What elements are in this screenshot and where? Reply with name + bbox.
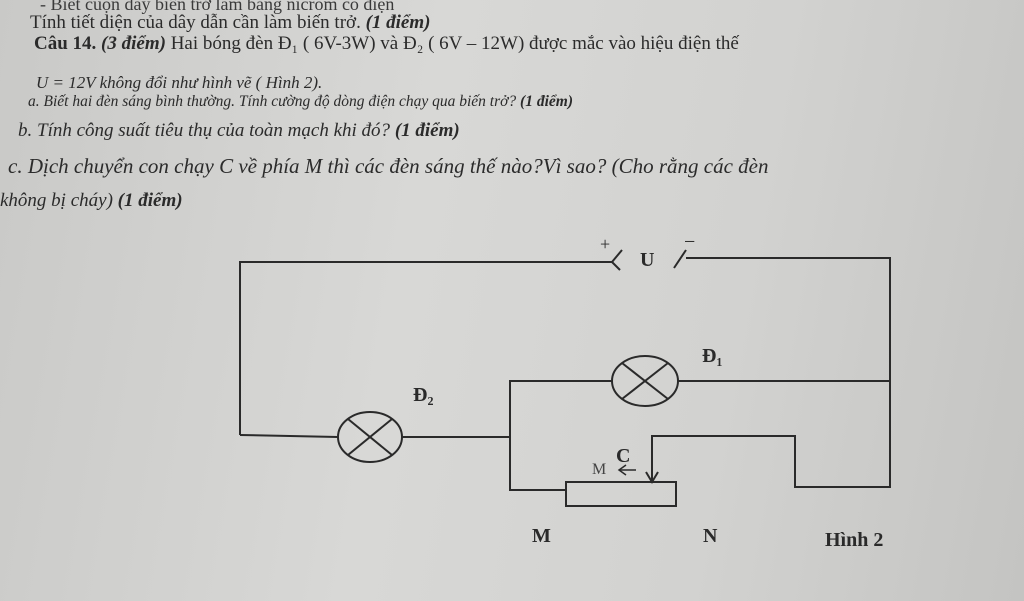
- end-n-label: N: [703, 525, 718, 547]
- end-m-label: M: [532, 525, 551, 547]
- slider-direction-hint: M: [592, 461, 606, 478]
- battery-plus-sign: +: [600, 234, 610, 254]
- line1-points: (1 điểm): [365, 12, 431, 33]
- text-line-1: Tính tiết diện của dây dẫn cần làm biến …: [30, 12, 430, 34]
- question-number: Câu 14.: [34, 33, 97, 54]
- figure-caption: Hình 2: [825, 529, 883, 551]
- text-line-4: a. Biết hai đèn sáng bình thường. Tính c…: [28, 93, 573, 111]
- lamp-d1-label: Đ₁: [702, 345, 722, 367]
- part-a-points: (1 điểm): [520, 93, 573, 110]
- text-line-5: b. Tính công suất tiêu thụ của toàn mạch…: [18, 120, 460, 142]
- question-text: Hai bóng đèn Đ₁ ( 6V-3W) và Đ₂ ( 6V – 12…: [170, 33, 739, 54]
- part-c-note: (Cho rằng các đèn: [611, 154, 769, 178]
- part-b-points: (1 điểm): [394, 120, 460, 141]
- battery-minus-sign: −: [684, 231, 695, 253]
- text-line-0: - Biết cuộn dây biến trở làm bằng nicrom…: [40, 0, 395, 14]
- part-c-text-cont: không bị cháy): [0, 190, 113, 211]
- text-line-3: U = 12V không đổi như hình vẽ ( Hình 2).: [36, 73, 323, 92]
- part-a-text: a. Biết hai đèn sáng bình thường. Tính c…: [28, 93, 517, 110]
- text-line-7: không bị cháy) (1 điểm): [0, 190, 183, 212]
- lamp-d2-label: Đ₂: [413, 384, 433, 406]
- part-b-text: b. Tính công suất tiêu thụ của toàn mạch…: [18, 120, 391, 141]
- part-c-points: (1 điểm): [117, 190, 183, 211]
- slider-label: C: [616, 445, 630, 467]
- text-line-2: Câu 14. (3 điểm) Hai bóng đèn Đ₁ ( 6V-3W…: [34, 33, 739, 55]
- line1-text: Tính tiết diện của dây dẫn cần làm biến …: [30, 12, 361, 33]
- lamp-d1-icon: [611, 355, 679, 407]
- lamp-d2-icon: [337, 411, 403, 463]
- part-c-text: c. Dịch chuyển con chạy C về phía M thì …: [8, 154, 607, 178]
- question-points: (3 điểm): [101, 33, 166, 54]
- battery: + U −: [600, 231, 695, 271]
- circuit-wires: [239, 257, 891, 491]
- text-line-6: c. Dịch chuyển con chạy C về phía M thì …: [8, 154, 768, 179]
- battery-label: U: [640, 249, 654, 271]
- rheostat: [565, 462, 677, 507]
